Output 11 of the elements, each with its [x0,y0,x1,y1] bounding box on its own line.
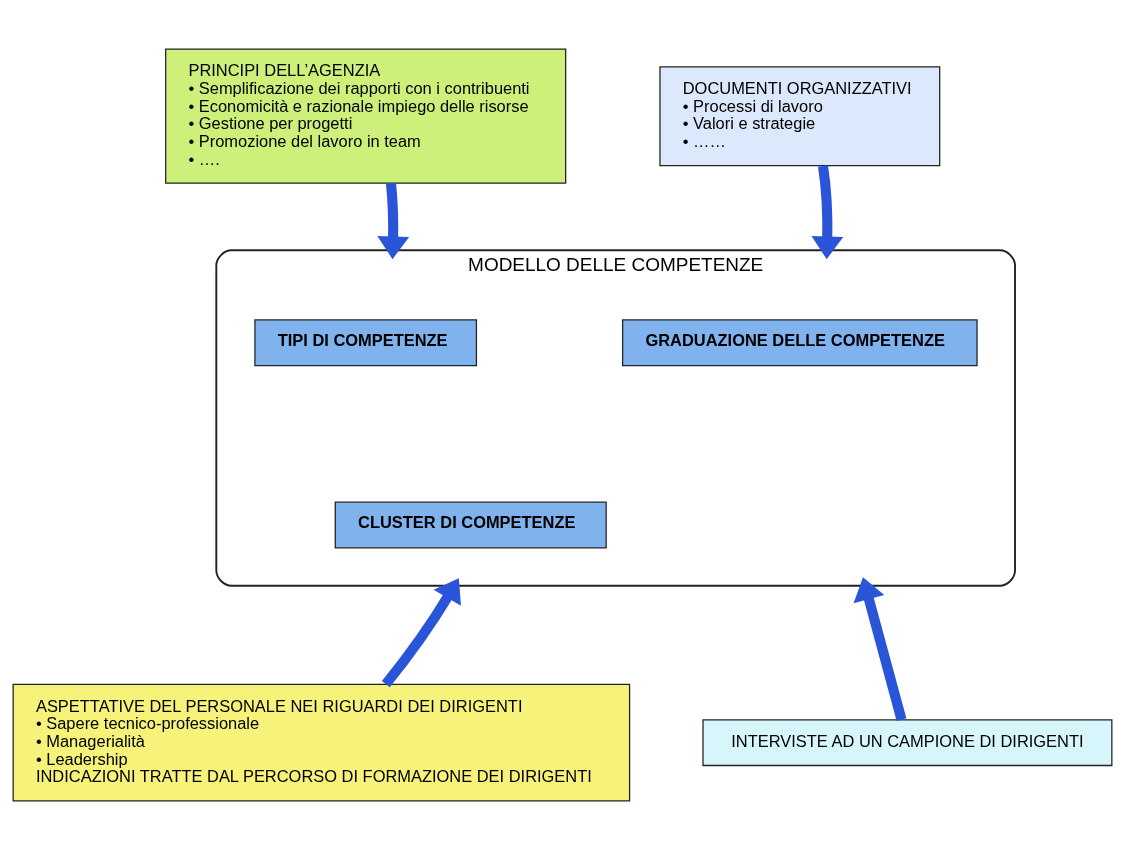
node-box: INTERVISTE AD UN CAMPIONE DI DIRIGENTI [702,718,1113,766]
arrow [853,576,907,721]
node-box: PRINCIPI DELL’AGENZIA • Semplificazione dei rapporti con i contribuenti • Economicità e razionale impiego delle risorse • Gestione per progetti • Promozione del lavoro in team • …. [165,47,567,184]
node-box: TIPI DI COMPETENZE [254,318,478,366]
node-box: CLUSTER DI COMPETENZE [334,501,607,548]
arrow [377,182,410,259]
node-box: DOCUMENTI ORGANIZZATIVI • Processi di lavoro • Valori e strategie • …… [659,65,941,166]
node-box: GRADUAZIONE DELLE COMPETENZE [622,318,978,366]
arrow [811,164,844,259]
arrow [381,577,461,687]
node-box: ASPETTATIVE DEL PERSONALE NEI RIGUARDI DEI DIRIGENTI • Sapere tecnico-professionale • Managerialità • Leadership INDICAZIONI TRATTE DAL PERCORSO DI FORMAZIONE DEI DIRIGENTI [12,683,631,802]
